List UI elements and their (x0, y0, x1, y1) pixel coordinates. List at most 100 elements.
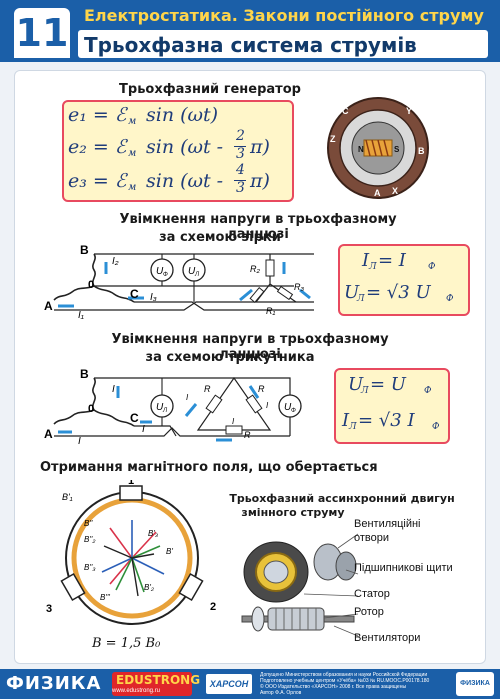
star-label-A: A (44, 299, 53, 313)
star-f1-eq: = I (378, 250, 406, 271)
resistor-R1 (249, 287, 265, 303)
delta-f2-eq: = √3 I (358, 410, 415, 431)
star-formula-box (338, 244, 470, 316)
coil-label-1: 1 (128, 480, 134, 487)
delta-f1-a: U (348, 374, 364, 395)
eq3-frac-line (234, 180, 246, 181)
eq1-tail: sin (ωt) (146, 104, 219, 126)
meter-uf-sub: Ф (163, 272, 168, 278)
eq2-main: e₂ = ℰ (68, 136, 127, 158)
eq3-frac-num: 4 (236, 162, 245, 178)
rotor-windings (365, 139, 389, 157)
field-vectors-blue (101, 520, 165, 575)
resistor-R2 (265, 259, 275, 277)
arrow-R3 (299, 288, 311, 300)
pole-S: S (394, 145, 400, 154)
star-heading-2: за схемою зірки (159, 230, 281, 245)
star-wire-C (134, 301, 314, 311)
footer-publisher: ХАРСОН (206, 674, 252, 694)
delta-f1-sub: Л (361, 386, 369, 396)
coil-2 (178, 572, 204, 602)
delta-coils (53, 377, 135, 427)
star-label-R2: R₂ (250, 264, 260, 274)
pole-A: A (374, 188, 381, 198)
star-label-B: B (80, 244, 89, 257)
footer-credit-4: Автор Ф.А. Орлов (260, 690, 302, 696)
star-f1-sub: Л (369, 262, 377, 272)
delta-f2-sub2: Ф (432, 422, 440, 432)
coil-1 (119, 485, 143, 501)
delta-label-0: 0 (88, 403, 94, 415)
star-heading-1: Увімкнення напруги в трьохфазному ланцюз… (119, 212, 397, 242)
eq1-sub: м (128, 116, 137, 127)
delta-wire-C (134, 425, 177, 437)
eq2-sub: м (128, 148, 137, 159)
delta-resistor-bottom (225, 425, 243, 435)
motor-part-vents-2: отвори (354, 532, 390, 544)
star-f2-sub2: Ф (446, 294, 454, 304)
eq3-sub: м (128, 182, 137, 193)
generator-diagram: C Y Z B A X N S (327, 97, 429, 199)
meter-uf-delta-label: U (284, 402, 292, 413)
eq3-frac-den: 3 (236, 180, 245, 196)
delta-label-R-left: R (204, 384, 211, 394)
coil-label-3: 3 (46, 603, 52, 615)
delta-label-If-bottom: I (232, 417, 235, 426)
delta-label-If-right: I (266, 401, 269, 410)
delta-label-R-bottom: R (244, 430, 251, 440)
field-heading: Отримання магнітного поля, що обертаєтьс… (40, 460, 378, 475)
footer-url: www.edustrong.ru (112, 688, 161, 694)
delta-arrow-5 (248, 385, 260, 399)
star-label-I3: I₃ (150, 292, 157, 303)
pole-Y: Y (406, 106, 412, 116)
eq3-frac-tail: π) (250, 170, 270, 192)
arrow-R1 (239, 288, 253, 302)
footer-credits: Допущено Министерством образования и нау… (260, 672, 450, 696)
delta-resistor-left (205, 394, 223, 414)
star-label-I2: I₂ (112, 256, 119, 267)
footer-logo: ФИЗИКА (456, 672, 494, 696)
motor-heading-1: Трьохфазний ассинхронний двигун (229, 492, 455, 505)
coil-label-2: 2 (210, 601, 216, 613)
motor-part-shields: Підшипникові щити (354, 562, 453, 574)
star-f2-a: U (344, 282, 360, 303)
meter-uf-delta (278, 394, 302, 418)
eq2-frac-line (234, 146, 246, 147)
star-circuit: B I₂ 0 C I₃ A I₁ R₂ R₃ R₁ U Ф U Л (44, 244, 314, 321)
coil-3 (60, 572, 86, 602)
delta-heading-2: за схемою трикутника (145, 350, 315, 365)
vector-label-b6: B' (166, 547, 173, 556)
star-f1-a: I (362, 250, 370, 271)
field-vectors-black (103, 545, 155, 597)
vector-label-b5: B'₃ (148, 529, 158, 538)
resistor-R3 (276, 285, 294, 301)
footer-credit-1: Допущено Министерством образования и нау… (260, 672, 428, 678)
motor-exploded-view (241, 533, 359, 637)
delta-f1-eq: = U (370, 374, 406, 395)
delta-label-A: A (44, 427, 53, 441)
footer-brand: EDUSTRONG (116, 673, 201, 687)
pole-X: X (392, 186, 398, 196)
eq1-main: e₁ = ℰ (68, 104, 127, 126)
rotating-field-diagram: 1 2 3 B'₁ B'' B''₂ B''₃ B'₃ B' B'₂ B''' (46, 480, 216, 625)
eq2-frac-tail: π) (250, 136, 270, 158)
motor-part-vents-1: Вентиляційні (354, 518, 421, 530)
eq2-frac-den: 3 (236, 146, 245, 162)
motor-part-rotor: Ротор (354, 606, 384, 618)
star-coils (53, 253, 135, 303)
vector-label-b7: B'₂ (144, 583, 154, 592)
star-f2-eq: = √3 U (366, 282, 431, 303)
generator-formula-box (62, 100, 294, 202)
vector-label-b2: B'' (84, 519, 93, 528)
meter-uf-label: U (156, 266, 164, 277)
delta-arrow-4 (184, 403, 198, 417)
generator-heading: Трьохфазний генератор (119, 82, 301, 97)
delta-wire-A (54, 427, 290, 437)
lesson-number: 11 (14, 8, 70, 58)
motor-rotor-bars (275, 608, 317, 630)
delta-resistor-right (245, 394, 263, 414)
pole-B: B (418, 146, 425, 156)
eq2-tail: sin (ωt - (146, 136, 224, 158)
meter-leads (161, 254, 195, 302)
motor-part-stator: Статор (354, 588, 390, 600)
